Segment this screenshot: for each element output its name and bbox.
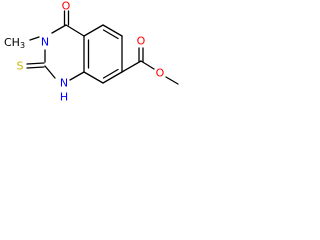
methyl-ch-label: CH — [4, 36, 20, 49]
bond-ester-coc — [140, 60, 155, 70]
atom-labels: O CH3 N S N H O O — [4, 0, 165, 104]
ester-ether-oxygen-label: O — [156, 67, 165, 80]
bond-c7-c8-inner — [102, 68, 119, 79]
bond-c4-n3 — [51, 24, 67, 34]
methyl-label: CH3 — [4, 36, 25, 50]
bond-c2-s-1 — [26, 62, 45, 65]
n1-label: N — [60, 77, 68, 90]
bond-c7-ester — [121, 60, 142, 73]
bond-c5-c6 — [102, 24, 123, 37]
bond-c7-c8 — [102, 71, 123, 84]
bond-c4a-c5 — [83, 24, 104, 37]
ester-carbonyl-oxygen-label: O — [137, 35, 146, 48]
carbonyl-oxygen-label: O — [62, 0, 71, 13]
bond-c4-c4a — [65, 24, 85, 37]
n3-label: N — [41, 36, 49, 49]
bond-c8-c8a — [83, 71, 104, 84]
bonds — [26, 10, 179, 85]
bond-n3-methyl — [29, 36, 40, 41]
molecule-structure: O CH3 N S N H O O — [4, 0, 179, 104]
bond-c2-n1 — [44, 65, 56, 79]
n1-hydrogen-label: H — [60, 91, 68, 104]
methyl-subscript-label: 3 — [20, 41, 25, 50]
bond-ester-o-methyl — [165, 76, 179, 85]
bond-n1-c8a — [69, 71, 85, 81]
bond-c5-c6-inner — [102, 29, 119, 40]
bond-c2-s-2 — [26, 66, 45, 69]
sulfur-label: S — [17, 60, 24, 73]
